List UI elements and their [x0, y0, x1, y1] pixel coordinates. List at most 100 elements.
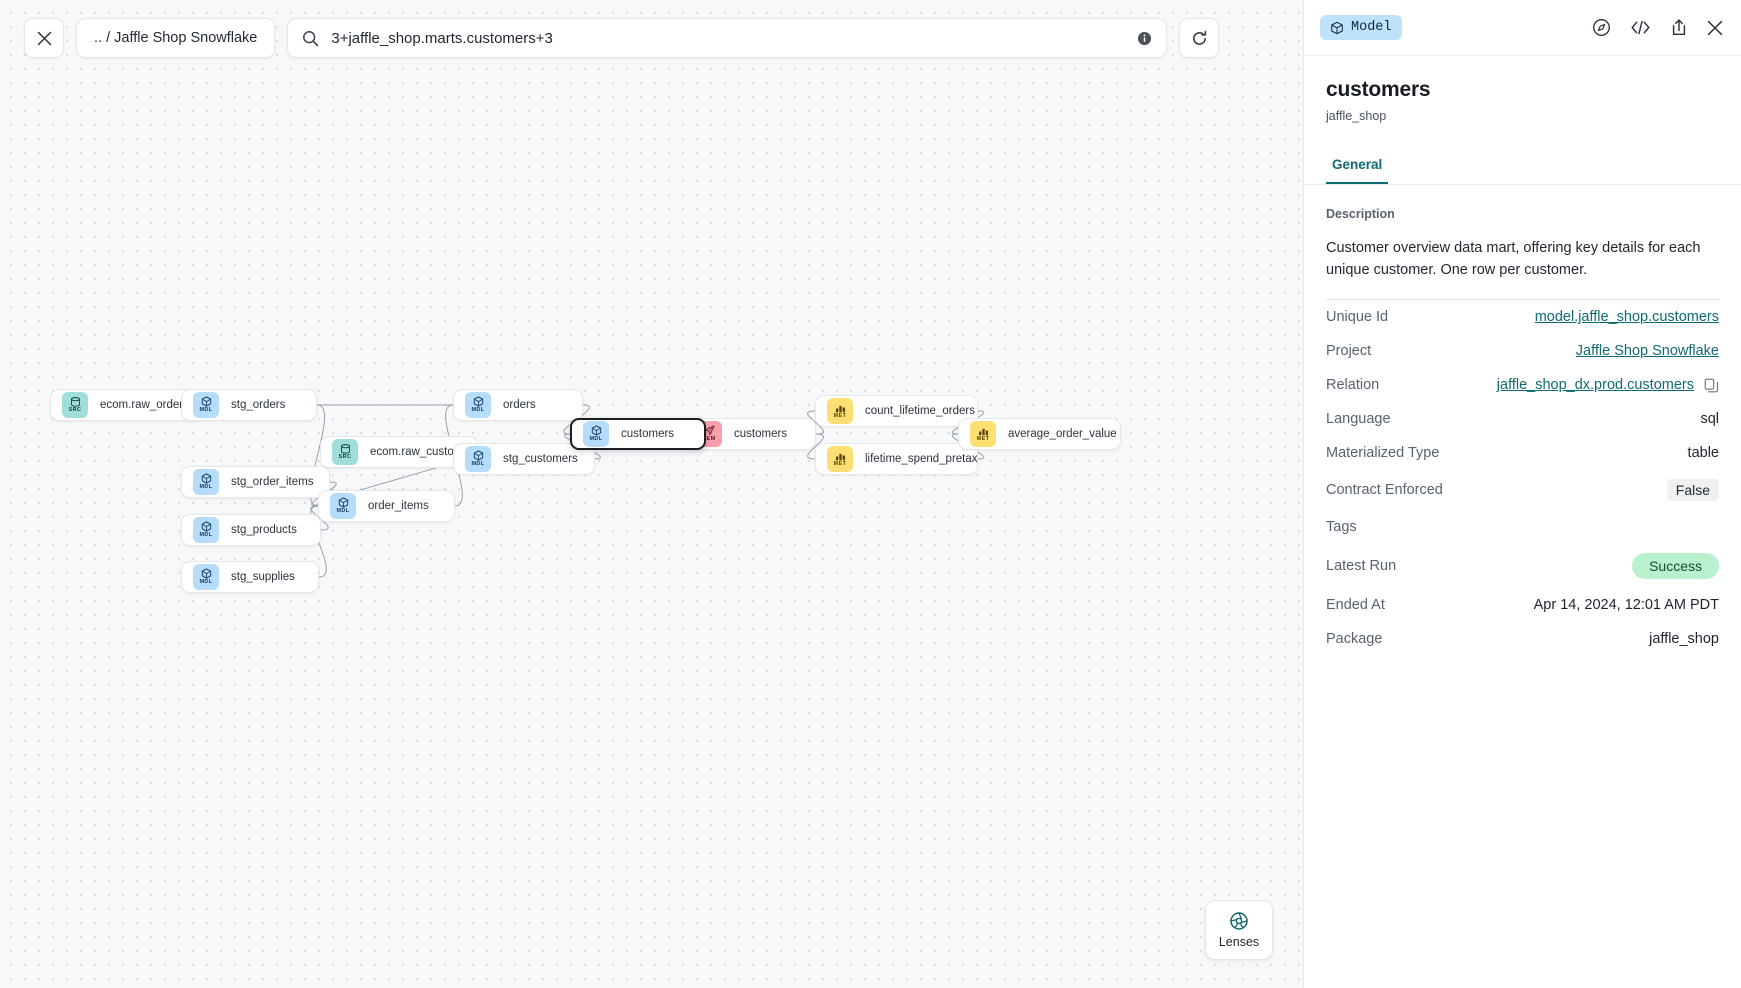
- search-icon: [302, 30, 319, 47]
- graph-node-order_items[interactable]: MDL order_items: [318, 490, 455, 522]
- node-type-badge-src-icon: SRC: [62, 392, 88, 418]
- detail-row-key: Ended At: [1326, 597, 1385, 614]
- node-label: stg_order_items: [231, 476, 314, 488]
- node-type-badge-src-icon: SRC: [332, 439, 358, 465]
- detail-row-value-wrap: jaffle_shop_dx.prod.customers: [1497, 377, 1719, 393]
- lenses-label: Lenses: [1218, 935, 1260, 949]
- detail-row: Project Jaffle Shop Snowflake: [1326, 334, 1719, 368]
- panel-subtitle: jaffle_shop: [1326, 109, 1387, 123]
- share-icon[interactable]: [1670, 18, 1688, 37]
- detail-row: Package jaffle_shop: [1326, 622, 1719, 656]
- node-type-badge-mdl-icon: MDL: [193, 392, 219, 418]
- detail-row-key: Project: [1326, 343, 1372, 360]
- detail-row-value-wrap: jaffle_shop: [1649, 631, 1719, 647]
- detail-row-key: Latest Run: [1326, 558, 1397, 575]
- close-lineage-button[interactable]: [24, 18, 64, 58]
- panel-toolbar: Model: [1304, 0, 1741, 56]
- node-type-badge-mdl-icon: MDL: [193, 517, 219, 543]
- detail-row-key: Unique Id: [1326, 309, 1389, 326]
- node-label: ecom.raw_orders: [100, 399, 189, 411]
- detail-row-value-wrap: Apr 14, 2024, 12:01 AM PDT: [1534, 597, 1719, 613]
- description-text: Customer overview data mart, offering ke…: [1326, 240, 1701, 279]
- breadcrumb-label: .. / Jaffle Shop Snowflake: [94, 30, 258, 46]
- description-label: Description: [1326, 207, 1395, 221]
- graph-node-count_lifetime_orders[interactable]: MET count_lifetime_orders: [815, 395, 978, 427]
- detail-row: Unique Id model.jaffle_shop.customers: [1326, 300, 1719, 334]
- cube-icon: [1330, 21, 1344, 35]
- node-label: orders: [503, 399, 536, 411]
- lens-icon: [1229, 911, 1249, 931]
- code-icon[interactable]: [1630, 19, 1651, 36]
- node-label: stg_orders: [231, 399, 286, 411]
- graph-node-ecom-raw_orders[interactable]: SRC ecom.raw_orders: [50, 389, 204, 421]
- detail-row: Tags: [1326, 510, 1719, 544]
- status-badge: Success: [1632, 553, 1719, 580]
- detail-row: Materialized Type table: [1326, 436, 1719, 470]
- canvas-toolbar: .. / Jaffle Shop Snowflake: [24, 18, 1220, 58]
- detail-row: Ended At Apr 14, 2024, 12:01 AM PDT: [1326, 588, 1719, 622]
- detail-row: Latest Run Success: [1326, 544, 1719, 588]
- detail-row-value: sql: [1700, 411, 1719, 428]
- node-label: customers: [621, 428, 675, 440]
- node-label: customers: [734, 428, 788, 440]
- node-type-badge-met-icon: MET: [827, 446, 853, 472]
- graph-node-orders[interactable]: MDL orders: [453, 389, 583, 421]
- tab-general[interactable]: General: [1326, 149, 1389, 184]
- close-panel-icon[interactable]: [1707, 20, 1723, 36]
- detail-row-key: Language: [1326, 411, 1391, 428]
- copy-icon[interactable]: [1704, 378, 1719, 393]
- detail-row-key: Relation: [1326, 377, 1380, 394]
- node-type-badge-mdl-icon: MDL: [465, 392, 491, 418]
- graph-node-stg_products[interactable]: MDL stg_products: [181, 514, 321, 546]
- detail-row-value-wrap: Jaffle Shop Snowflake: [1576, 343, 1719, 359]
- graph-node-stg_orders[interactable]: MDL stg_orders: [181, 389, 317, 421]
- divider: [1326, 299, 1719, 301]
- lineage-search[interactable]: [287, 18, 1168, 58]
- refresh-button[interactable]: [1179, 18, 1220, 58]
- refresh-icon: [1191, 30, 1208, 47]
- graph-node-stg_order_items[interactable]: MDL stg_order_items: [181, 466, 330, 498]
- detail-row-value[interactable]: Jaffle Shop Snowflake: [1575, 343, 1719, 360]
- detail-row: Language sql: [1326, 402, 1719, 436]
- node-label: stg_customers: [503, 453, 578, 465]
- breadcrumb[interactable]: .. / Jaffle Shop Snowflake: [76, 18, 276, 58]
- detail-row-key: Materialized Type: [1326, 445, 1440, 462]
- detail-row-value-wrap: table: [1688, 445, 1719, 461]
- detail-row-value: jaffle_shop: [1649, 631, 1719, 648]
- panel-body: Description Customer overview data mart,…: [1304, 185, 1741, 988]
- search-input[interactable]: [331, 29, 1126, 47]
- detail-row-key: Package: [1326, 631, 1383, 648]
- panel-header: customers jaffle_shop: [1304, 56, 1741, 123]
- node-label: count_lifetime_orders: [865, 405, 975, 417]
- node-label: stg_products: [231, 524, 297, 536]
- panel-action-group: [1592, 18, 1723, 37]
- node-label: stg_supplies: [231, 571, 295, 583]
- graph-node-average_order_value[interactable]: MET average_order_value: [958, 418, 1121, 450]
- node-label: order_items: [368, 500, 429, 512]
- node-type-badge-met-icon: MET: [970, 421, 996, 447]
- detail-row-value[interactable]: model.jaffle_shop.customers: [1534, 309, 1719, 326]
- detail-row-value-wrap: sql: [1700, 411, 1719, 427]
- detail-row-value[interactable]: jaffle_shop_dx.prod.customers: [1496, 377, 1694, 394]
- detail-row-key: Tags: [1326, 519, 1357, 536]
- info-icon[interactable]: [1137, 31, 1152, 46]
- explore-icon[interactable]: [1592, 18, 1611, 37]
- detail-row-value: Apr 14, 2024, 12:01 AM PDT: [1533, 597, 1719, 614]
- lenses-button[interactable]: Lenses: [1205, 900, 1273, 960]
- page-title: customers: [1326, 78, 1431, 101]
- node-label: average_order_value: [1008, 428, 1117, 440]
- node-type-badge-met-icon: MET: [827, 398, 853, 424]
- detail-row-value: table: [1687, 445, 1719, 462]
- node-type-badge-mdl-icon: MDL: [330, 493, 356, 519]
- detail-row-value-wrap: Success: [1632, 553, 1719, 580]
- node-type-chip[interactable]: Model: [1320, 15, 1402, 40]
- node-type-badge-mdl-icon: MDL: [193, 469, 219, 495]
